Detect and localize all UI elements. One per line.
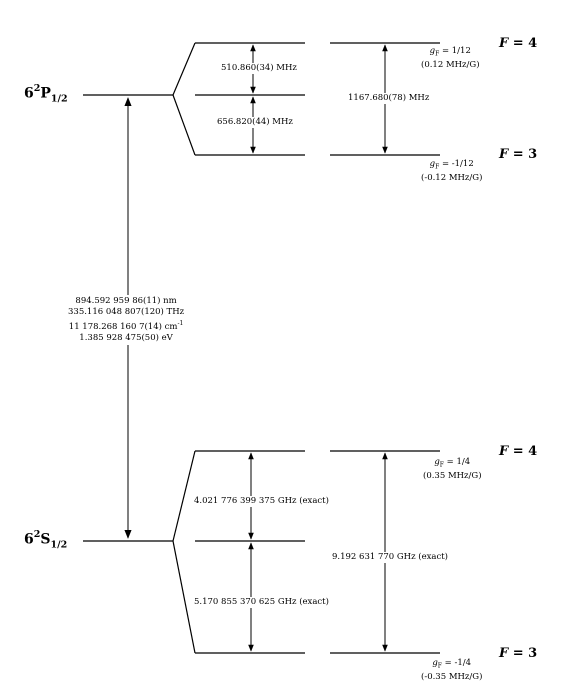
s-f3-value: = 3 bbox=[512, 646, 538, 661]
p-f4-zeeman-shift: (0.12 MHz/G) bbox=[421, 59, 480, 70]
p-f3-g-symbol: g bbox=[429, 159, 436, 169]
s-f4-gfactor: gF = 1/4 (0.35 MHz/G) bbox=[423, 457, 482, 482]
p-f4-g-sub: F bbox=[435, 50, 440, 58]
p-f3-zeeman-shift: (-0.12 MHz/G) bbox=[421, 172, 483, 183]
s-f3-g-sub: F bbox=[437, 662, 442, 670]
s-split-upper-label: 4.021 776 399 375 GHz (exact) bbox=[193, 496, 330, 507]
p-split-lower-label: 656.820(44) MHz bbox=[216, 117, 294, 128]
upper-state-label: 62P1/2 bbox=[24, 83, 68, 105]
s-f4-zeeman-shift: (0.35 MHz/G) bbox=[423, 470, 482, 481]
p-f4-gfactor: gF = 1/12 (0.12 MHz/G) bbox=[421, 46, 480, 71]
p-f3-label: F = 3 bbox=[499, 147, 537, 162]
upper-state-j: 1/2 bbox=[50, 93, 68, 105]
p-split-line-upper bbox=[172, 42, 196, 96]
s-f4-symbol: F bbox=[499, 444, 509, 459]
s-split-line-upper bbox=[172, 450, 196, 542]
s-f4-g-sub: F bbox=[439, 461, 444, 469]
lower-state-orbital: S bbox=[40, 531, 51, 548]
lower-state-multiplicity: 2 bbox=[33, 529, 41, 540]
s-f3-zeeman-shift: (-0.35 MHz/G) bbox=[421, 671, 483, 682]
lower-state-label: 62S1/2 bbox=[24, 529, 68, 551]
s-split-lower-label: 5.170 855 370 625 GHz (exact) bbox=[193, 597, 330, 608]
p-f4-value: = 4 bbox=[512, 36, 538, 51]
s-f3-gfactor: gF = -1/4 (-0.35 MHz/G) bbox=[421, 658, 482, 683]
p-f3-gfactor: gF = -1/12 (-0.12 MHz/G) bbox=[421, 159, 482, 184]
p-f3-value: = 3 bbox=[512, 147, 538, 162]
upper-state-multiplicity: 2 bbox=[33, 83, 41, 94]
d1-wavenumber-row: 11 178.268 160 7(14) cm-1 bbox=[68, 318, 184, 333]
upper-state-n: 6 bbox=[24, 85, 34, 102]
d1-transition-label: 894.592 959 86(11) nm 335.116 048 807(12… bbox=[66, 295, 187, 345]
p-f4-g-value: = 1/12 bbox=[439, 46, 471, 56]
s-f4-g-symbol: g bbox=[434, 457, 440, 467]
s-f3-label: F = 3 bbox=[499, 646, 537, 661]
s-f3-g-value: = -1/4 bbox=[441, 658, 472, 668]
p-split-upper-label: 510.860(34) MHz bbox=[220, 63, 298, 74]
d1-wavelength: 894.592 959 86(11) nm bbox=[75, 296, 177, 306]
p-f3-symbol: F bbox=[499, 147, 509, 162]
d1-wavenumber: 11 178.268 160 7(14) cm bbox=[68, 321, 178, 332]
s-f4-g-value: = 1/4 bbox=[443, 457, 471, 467]
upper-state-orbital: P bbox=[40, 85, 51, 102]
p-split-line-lower bbox=[172, 94, 196, 156]
p-f4-g-symbol: g bbox=[429, 46, 436, 56]
s-f4-label: F = 4 bbox=[499, 444, 537, 459]
s-total-label: 9.192 631 770 GHz (exact) bbox=[331, 552, 449, 563]
s-split-line-lower bbox=[172, 540, 196, 654]
s-f3-g-symbol: g bbox=[432, 658, 438, 668]
lower-state-j: 1/2 bbox=[50, 539, 68, 551]
p-total-label: 1167.680(78) MHz bbox=[347, 93, 431, 104]
p-f4-symbol: F bbox=[499, 36, 509, 51]
d1-frequency: 335.116 048 807(120) THz bbox=[68, 307, 185, 317]
p-f4-label: F = 4 bbox=[499, 36, 537, 51]
s-f4-value: = 4 bbox=[512, 444, 538, 459]
lower-state-n: 6 bbox=[24, 531, 34, 548]
d1-wavenumber-unit-exponent: -1 bbox=[177, 320, 184, 327]
p-f3-g-sub: F bbox=[435, 163, 440, 171]
p-f3-g-value: = -1/12 bbox=[439, 159, 474, 169]
s-f3-symbol: F bbox=[499, 646, 509, 661]
d1-energy: 1.385 928 475(50) eV bbox=[79, 332, 173, 343]
